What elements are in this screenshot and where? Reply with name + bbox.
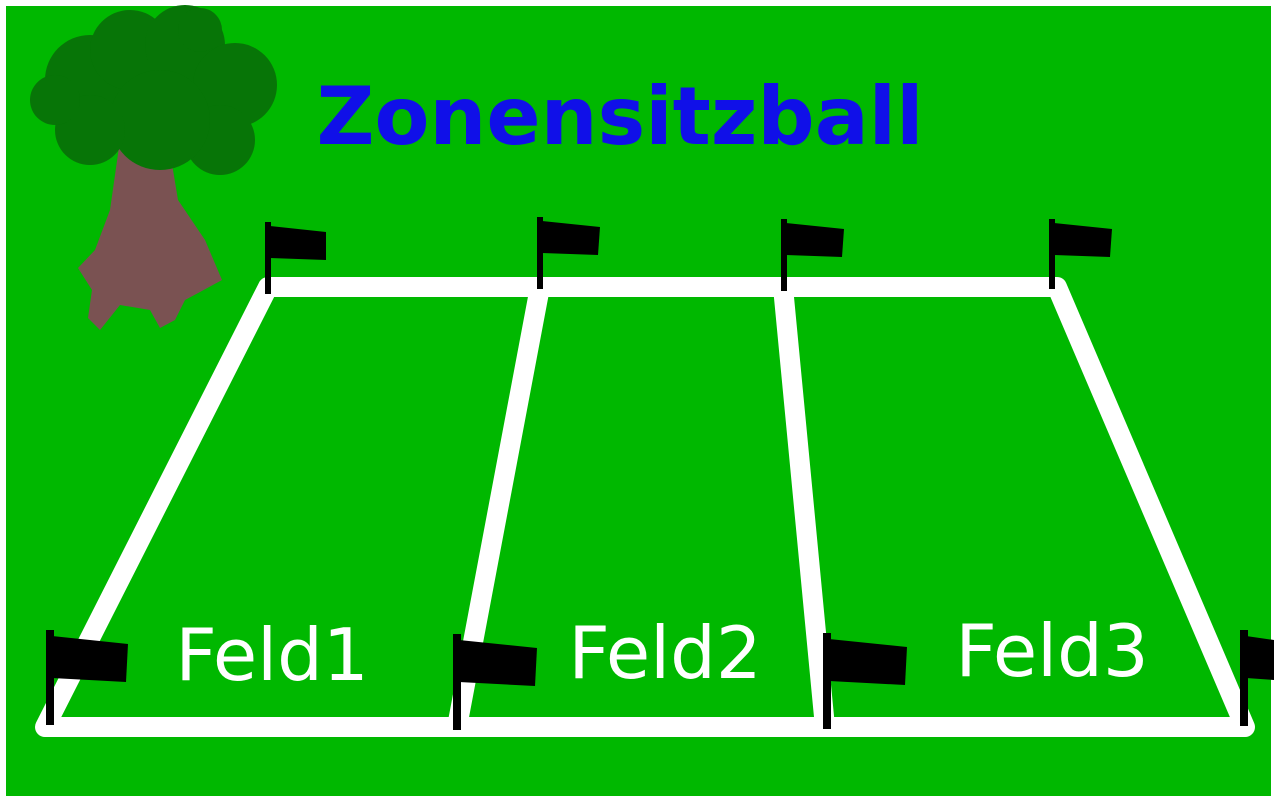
diagram-title: Zonensitzball <box>316 70 923 163</box>
field-label-3: Feld3 <box>955 609 1148 693</box>
field-label-2: Feld2 <box>568 611 761 695</box>
field-label-1: Feld1 <box>175 613 368 697</box>
